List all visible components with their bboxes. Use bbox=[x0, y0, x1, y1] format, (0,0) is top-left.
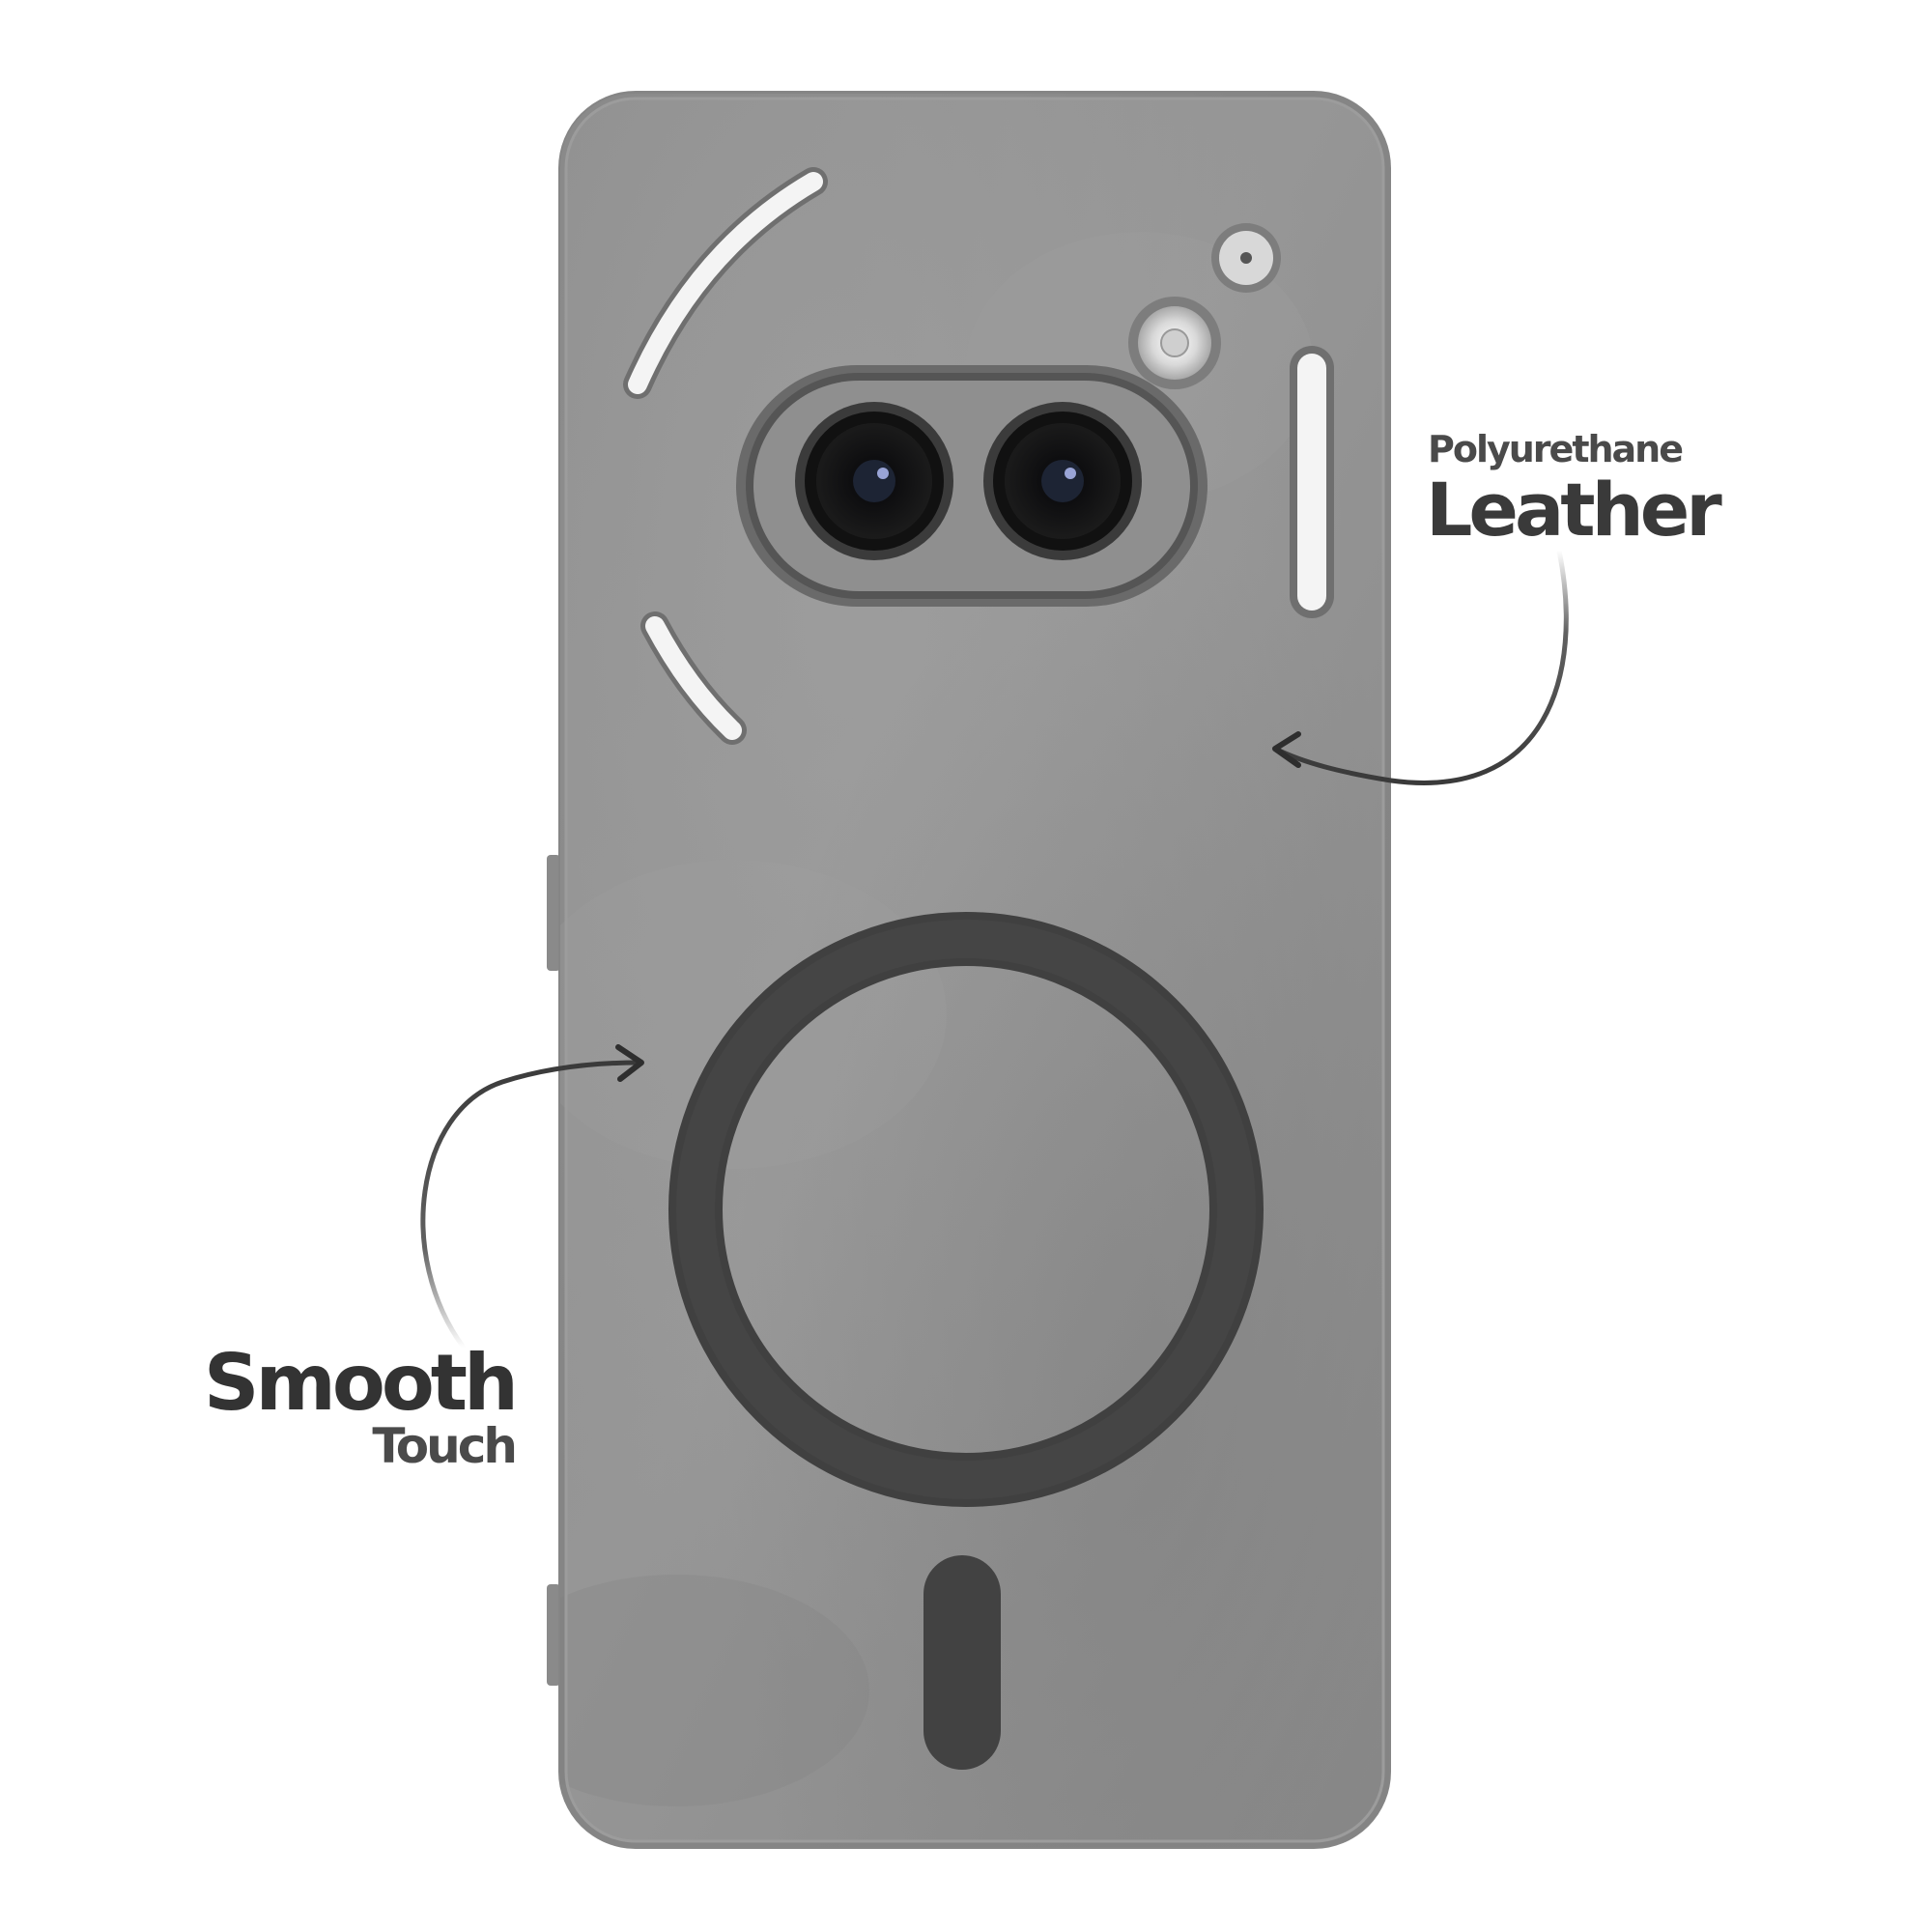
callout-material-subtitle: Polyurethane bbox=[1428, 428, 1684, 470]
arrow-icon bbox=[1272, 548, 1569, 785]
light-strip-right bbox=[1290, 346, 1334, 618]
camera-lens-icon bbox=[983, 402, 1142, 560]
light-strip-top-left bbox=[623, 167, 828, 399]
callout-material-title: Leather bbox=[1426, 467, 1722, 553]
side-button-upper bbox=[547, 855, 560, 971]
side-button-lower bbox=[547, 1584, 560, 1686]
callout-feel-title: Smooth bbox=[203, 1338, 519, 1428]
callout-feel-subtitle: Touch bbox=[372, 1418, 518, 1474]
camera-lens-icon bbox=[795, 402, 953, 560]
magsafe-ring-icon bbox=[668, 912, 1264, 1507]
arrow-icon bbox=[420, 1044, 644, 1350]
magsafe-alignment-bar bbox=[923, 1555, 1001, 1770]
flash-icon bbox=[1128, 297, 1221, 389]
light-strip-mid-left bbox=[640, 611, 747, 745]
microphone-hole bbox=[1211, 223, 1281, 293]
